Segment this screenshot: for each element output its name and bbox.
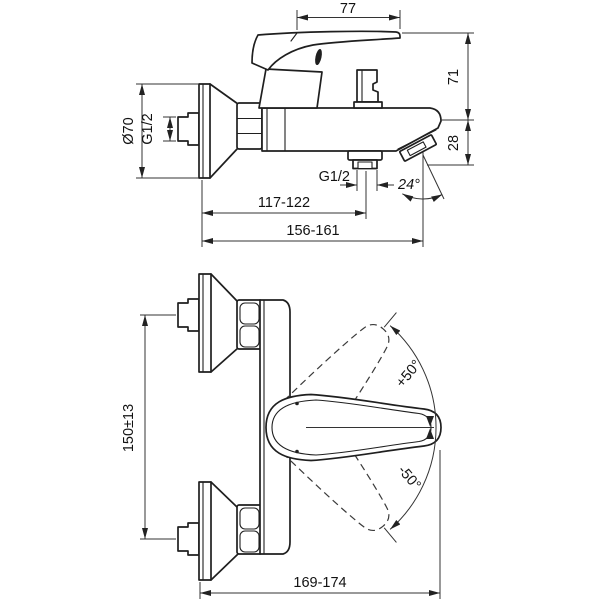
dim-height-upper-label: 71	[446, 69, 462, 85]
lever-handle-side	[251, 30, 401, 71]
hex-nut	[236, 102, 263, 150]
bottom-nipple	[177, 522, 200, 556]
dim-inlet-spacing-label: 150±13	[121, 404, 137, 452]
bottom-escutcheon-cone	[210, 481, 239, 581]
angle-spout-label: 24°	[397, 177, 420, 193]
dia-escutcheon-label: Ø70	[121, 117, 137, 144]
thread-wall-label: G1/2	[140, 113, 156, 144]
side-view: 77 71 28 Ø70 G1/2 G1/2 24°	[121, 1, 474, 247]
handle-position-down	[283, 415, 397, 543]
escutcheon-cone	[209, 83, 239, 179]
top-escutcheon-rim	[198, 273, 212, 373]
diverter-knob	[356, 69, 379, 103]
wall-nipple	[177, 112, 200, 146]
angle-plus50-label: +50°	[393, 357, 425, 391]
dim-spout-drop-label: 28	[446, 135, 462, 151]
spout-aerator	[399, 134, 437, 162]
angle-minus50-label: -50°	[394, 463, 423, 494]
bottom-escutcheon-rim	[198, 481, 212, 581]
dim-wall-to-spout-label: 156-161	[286, 223, 339, 239]
dim-total-depth-label: 169-174	[293, 575, 346, 591]
handle-rotation-arc	[389, 325, 437, 530]
thread-shower-label: G1/2	[319, 169, 350, 185]
top-escutcheon-cone	[210, 273, 239, 373]
handle-position-up	[283, 312, 397, 440]
escutcheon-rim	[198, 83, 211, 179]
cartridge-body	[258, 68, 323, 109]
front-view: +50° -50° 150±13 169-174	[121, 273, 442, 599]
top-nipple	[177, 298, 200, 332]
dim-lever-length-label: 77	[340, 1, 356, 17]
shower-outlet-hex	[347, 150, 383, 161]
dim-wall-to-shower-label: 117-122	[258, 195, 310, 211]
